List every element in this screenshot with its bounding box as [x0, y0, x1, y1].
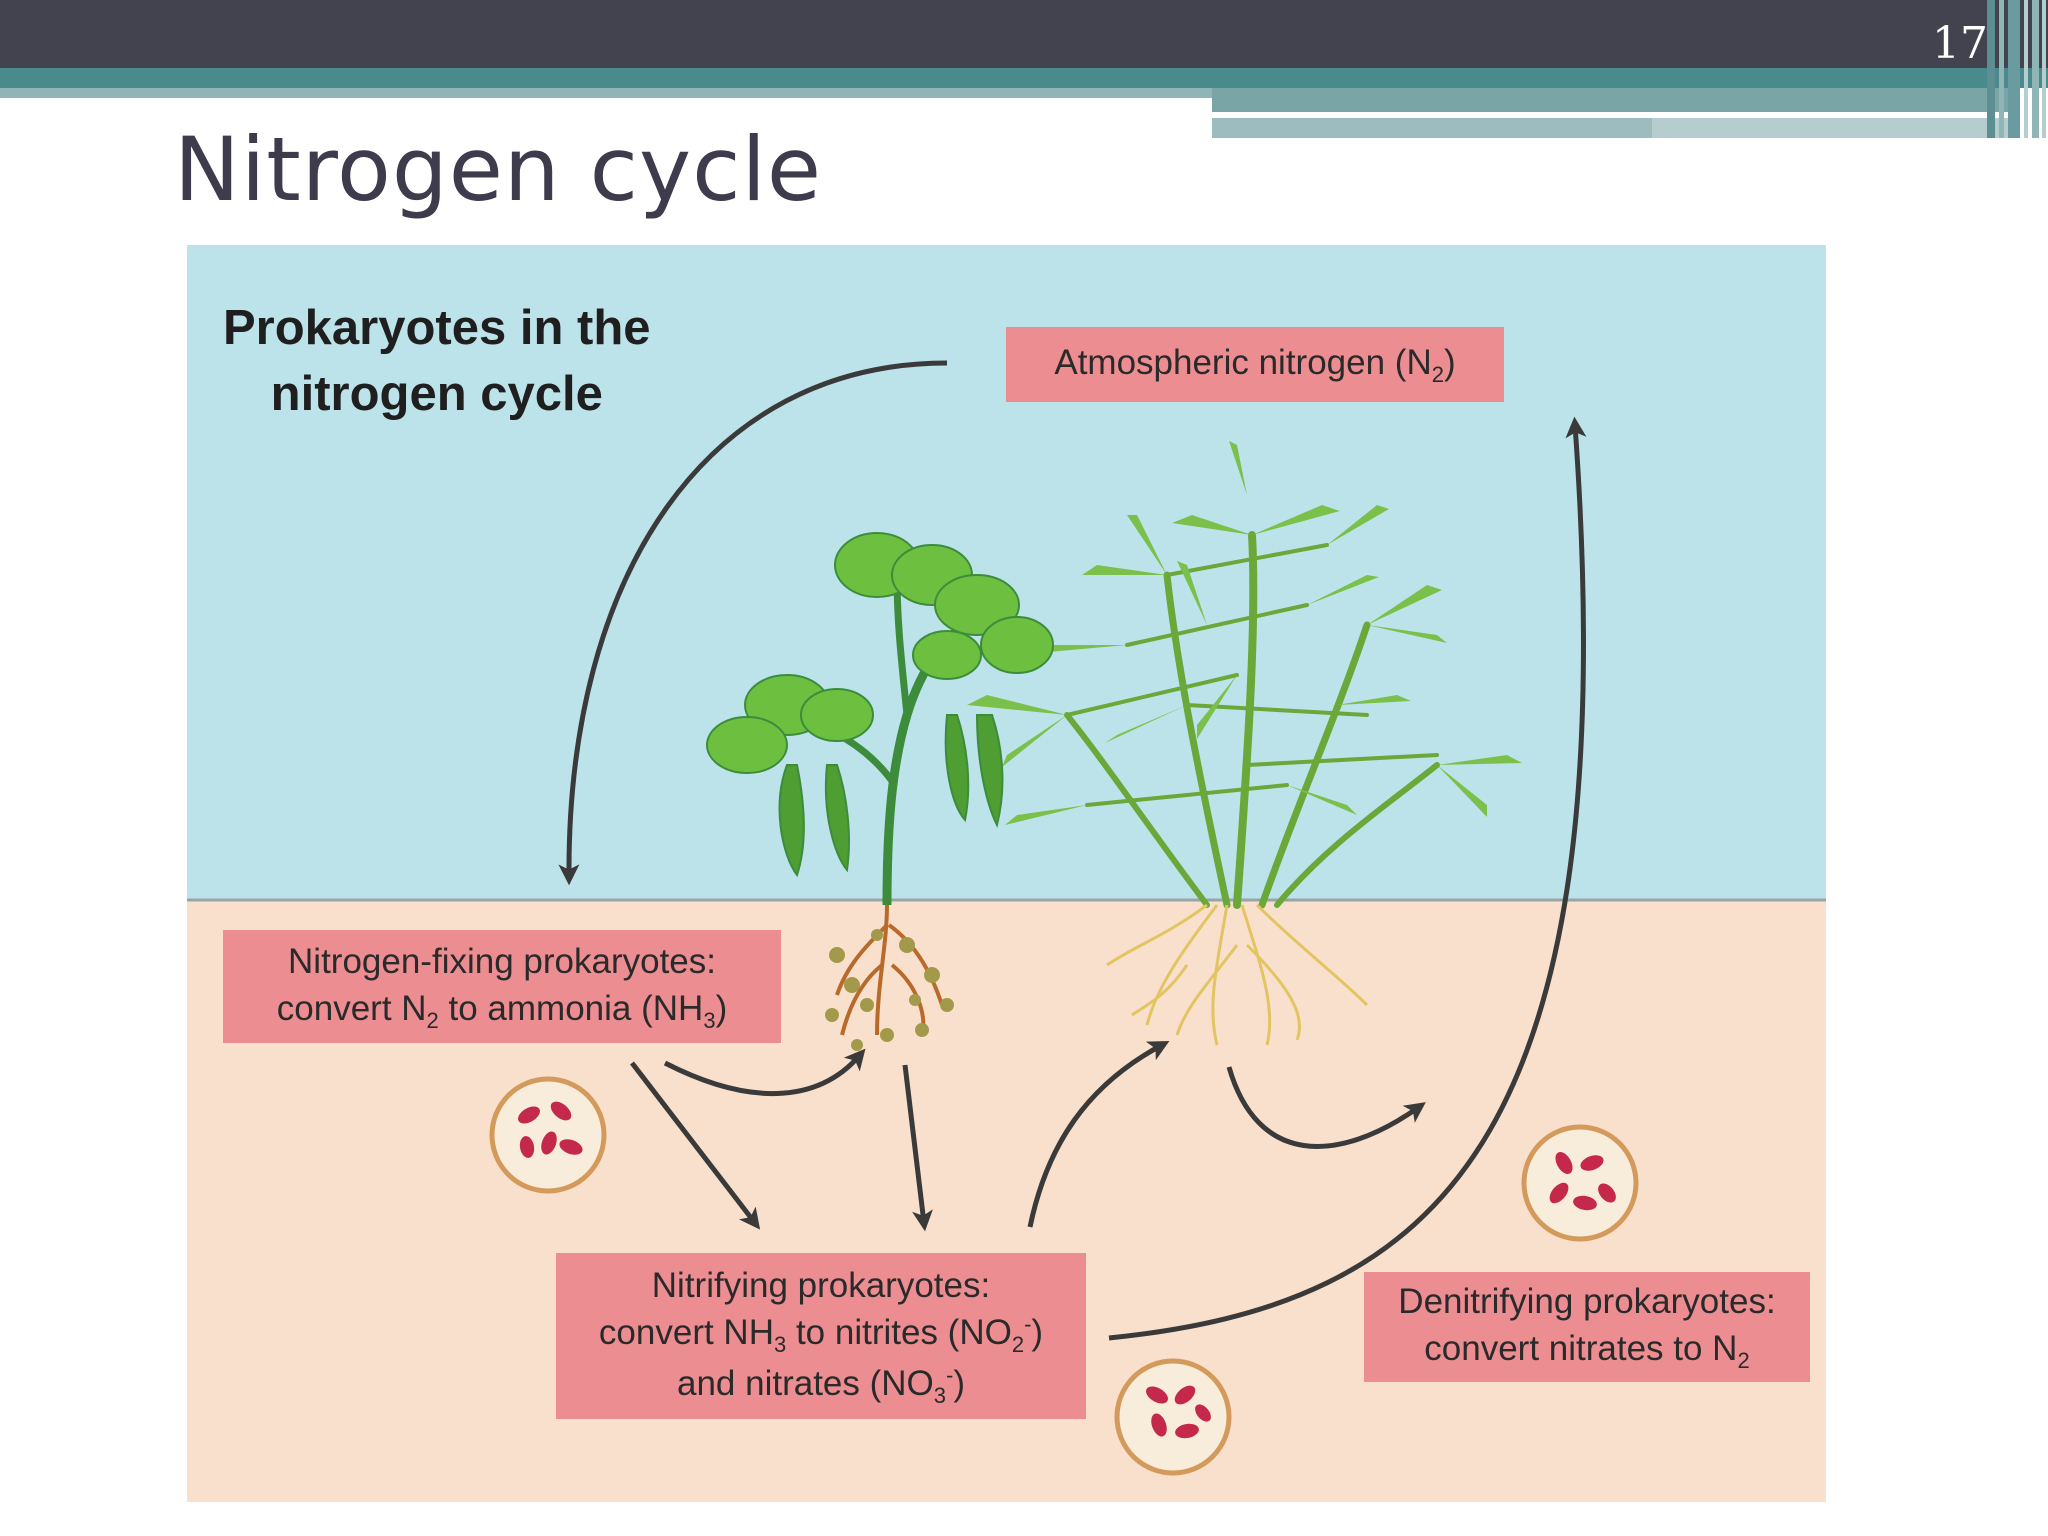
arrow-grass-to-denitrifying [1226, 1066, 1426, 1149]
grass-roots [1106, 903, 1369, 1046]
atmospheric-nitrogen-label: Atmospheric nitrogen (N2) [1006, 327, 1504, 402]
nitrogen-fixing-label: Nitrogen-fixing prokaryotes: convert N2 … [223, 930, 781, 1043]
bacteria-icon [1114, 1358, 1232, 1476]
header-accent-band [0, 68, 2048, 88]
slide-number: 17 [1932, 18, 1988, 69]
arrow-fixing-to-bean [663, 1048, 866, 1096]
bean-roots [825, 904, 954, 1051]
bacteria-icon [489, 1076, 607, 1194]
nitrifying-label: Nitrifying prokaryotes: convert NH3 to n… [556, 1253, 1086, 1419]
bacteria-icon [1521, 1124, 1639, 1242]
bean-plant-icon [706, 532, 1054, 906]
diagram-heading: Prokaryotes in the nitrogen cycle [223, 295, 651, 427]
diagram-heading-line2: nitrogen cycle [270, 367, 603, 421]
grass-plant-icon [967, 441, 1522, 909]
header-stripe-light [1212, 118, 1652, 138]
arrow-bean-to-nitrifying [902, 1064, 933, 1232]
header-bar [0, 0, 2048, 68]
denitrifying-label: Denitrifying prokaryotes: convert nitrat… [1364, 1272, 1810, 1382]
header-accent-light [0, 88, 1212, 98]
cycle-arrows [558, 360, 1587, 1341]
header-vertical-bars [1985, 0, 2048, 138]
arrow-fixing-to-nitrifying [630, 1061, 761, 1230]
header-stripe [1212, 88, 2012, 112]
diagram-heading-line1: Prokaryotes in the [223, 301, 651, 355]
nitrogen-cycle-diagram: Prokaryotes in the nitrogen cycle Atmosp… [187, 245, 1826, 1502]
header-stripe-lighter [1652, 118, 2012, 138]
arrow-denitrification-to-atmosphere [1108, 416, 1587, 1341]
arrow-nitrifying-to-grass [1027, 1041, 1170, 1228]
slide-title: Nitrogen cycle [174, 118, 823, 221]
header-stripe-white [1212, 112, 1897, 118]
arrow-atmosphere-to-soil [558, 360, 948, 886]
